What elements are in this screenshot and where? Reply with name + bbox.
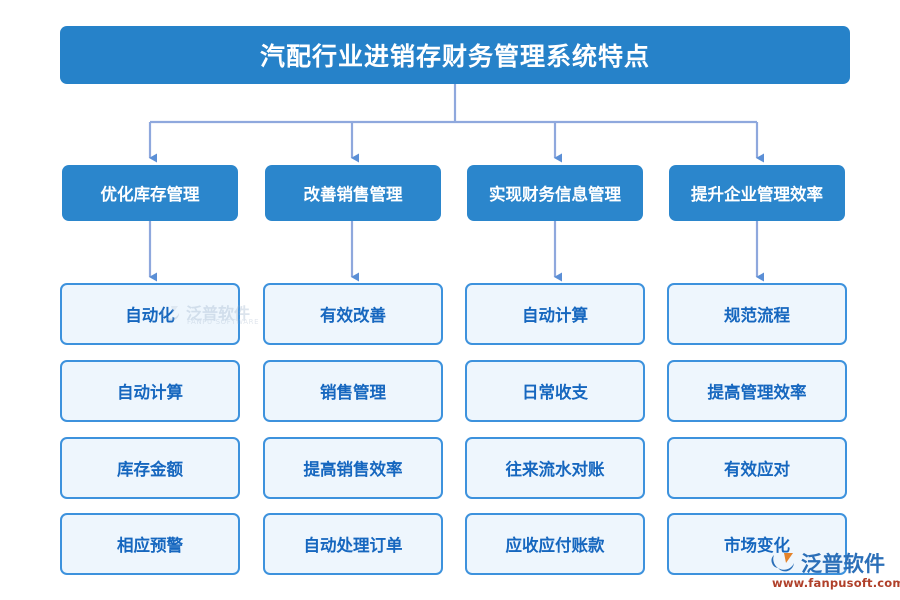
leaf-label-2-3: 提高销售效率 <box>303 460 403 479</box>
leaf-label-2-4: 自动处理订单 <box>303 536 403 555</box>
leaf-box-1-2[interactable]: 自动计算 <box>60 360 240 422</box>
leaf-box-1-1[interactable]: 自动化 <box>60 283 240 345</box>
category-box-3[interactable]: 实现财务信息管理 <box>467 165 643 221</box>
leaf-label-4-1: 规范流程 <box>724 306 790 325</box>
leaf-box-2-3[interactable]: 提高销售效率 <box>263 437 443 499</box>
leaf-box-3-1[interactable]: 自动计算 <box>465 283 645 345</box>
category-label-1: 优化库存管理 <box>100 185 200 204</box>
category-box-1[interactable]: 优化库存管理 <box>62 165 238 221</box>
leaf-label-4-4: 市场变化 <box>724 536 790 555</box>
diagram-title-box: 汽配行业进销存财务管理系统特点 <box>60 26 850 84</box>
leaf-label-3-2: 日常收支 <box>522 383 588 402</box>
leaf-box-4-1[interactable]: 规范流程 <box>667 283 847 345</box>
category-label-2: 改善销售管理 <box>303 185 403 204</box>
leaf-label-3-4: 应收应付账款 <box>505 536 605 555</box>
leaf-label-3-3: 往来流水对账 <box>505 460 605 479</box>
page-title: 汽配行业进销存财务管理系统特点 <box>259 42 650 71</box>
category-box-4[interactable]: 提升企业管理效率 <box>669 165 845 221</box>
leaf-box-2-4[interactable]: 自动处理订单 <box>263 513 443 575</box>
leaf-box-3-2[interactable]: 日常收支 <box>465 360 645 422</box>
leaf-label-1-4: 相应预警 <box>117 536 183 555</box>
leaf-label-4-3: 有效应对 <box>724 460 790 479</box>
leaf-box-4-3[interactable]: 有效应对 <box>667 437 847 499</box>
leaf-label-1-3: 库存金额 <box>117 460 183 479</box>
leaf-label-1-2: 自动计算 <box>117 383 183 402</box>
leaf-label-2-1: 有效改善 <box>320 306 386 325</box>
watermark-corner-url: www.fanpusoft.com <box>772 576 900 590</box>
leaf-label-1-1: 自动化 <box>125 306 175 325</box>
leaf-label-4-2: 提高管理效率 <box>707 383 807 402</box>
category-label-4: 提升企业管理效率 <box>691 185 823 204</box>
leaf-box-3-4[interactable]: 应收应付账款 <box>465 513 645 575</box>
category-label-3: 实现财务信息管理 <box>489 185 621 204</box>
leaf-box-4-2[interactable]: 提高管理效率 <box>667 360 847 422</box>
leaf-box-2-2[interactable]: 销售管理 <box>263 360 443 422</box>
leaf-label-2-2: 销售管理 <box>320 383 386 402</box>
leaf-box-1-3[interactable]: 库存金额 <box>60 437 240 499</box>
leaf-box-1-4[interactable]: 相应预警 <box>60 513 240 575</box>
leaf-label-3-1: 自动计算 <box>522 306 588 325</box>
leaf-box-4-4[interactable]: 市场变化 <box>667 513 847 575</box>
category-box-2[interactable]: 改善销售管理 <box>265 165 441 221</box>
leaf-box-2-1[interactable]: 有效改善 <box>263 283 443 345</box>
leaf-box-3-3[interactable]: 往来流水对账 <box>465 437 645 499</box>
